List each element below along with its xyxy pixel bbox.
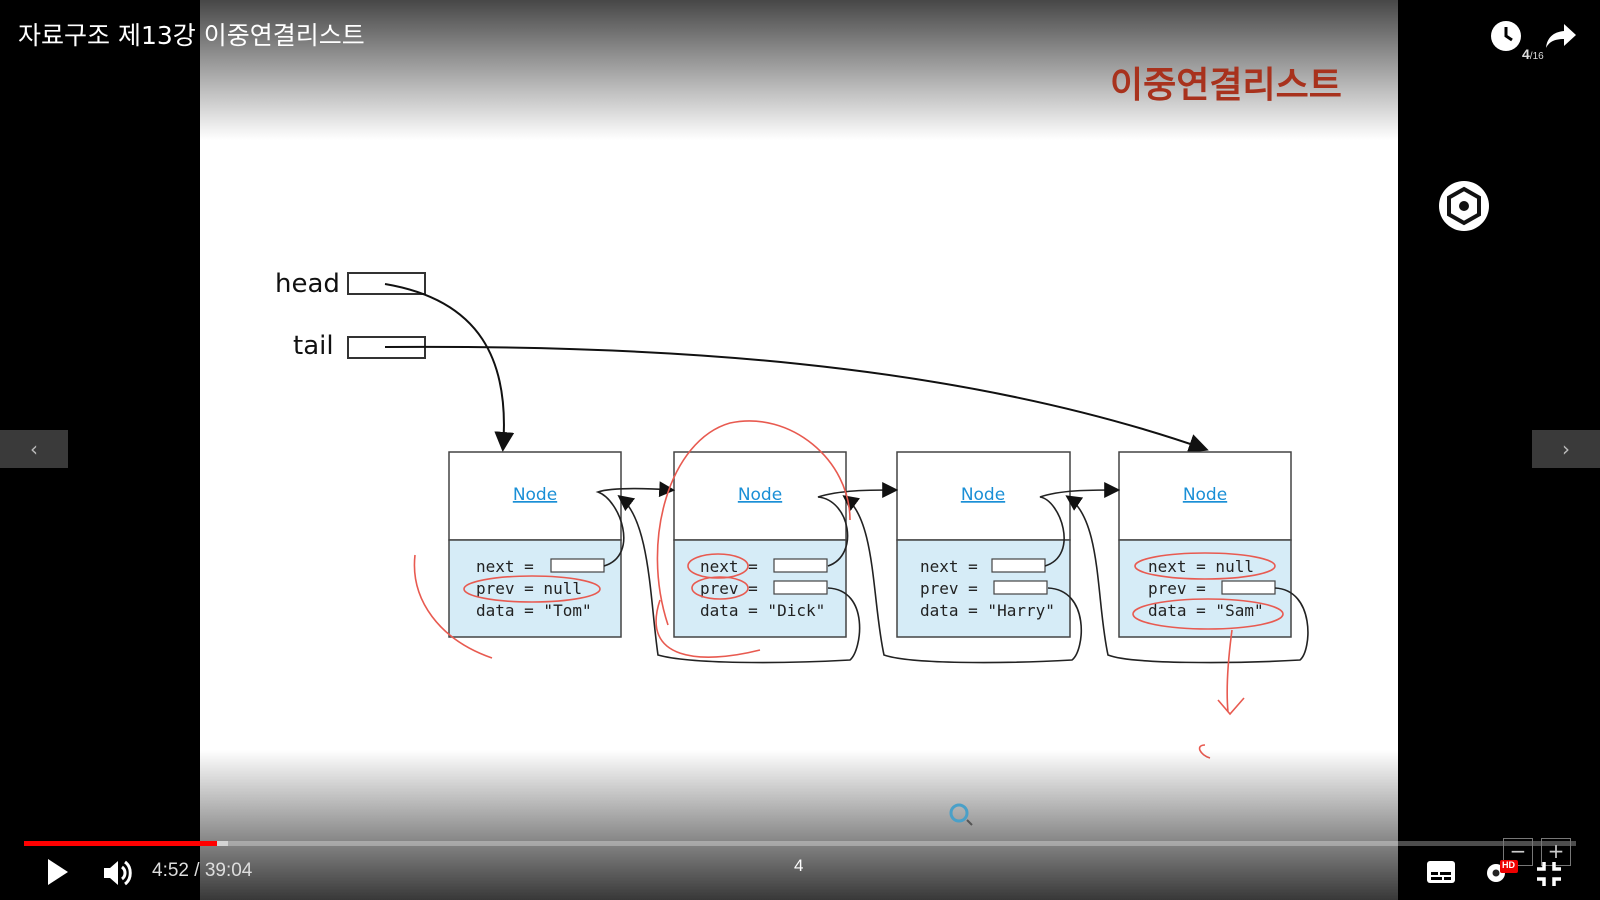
settings-gear-icon[interactable]: HD — [1484, 858, 1518, 890]
node-prev-field: prev = — [1148, 579, 1206, 598]
slide-counter-current: 4 — [1522, 46, 1530, 62]
exit-fullscreen-icon[interactable] — [1536, 861, 1562, 891]
tail-label: tail — [293, 331, 334, 361]
node-title: Node — [738, 485, 782, 505]
node-next-field: next = null — [1148, 557, 1254, 576]
node-next-field: next = — [476, 557, 534, 576]
slide-page-number: 4 — [794, 856, 804, 875]
volume-icon[interactable] — [102, 858, 136, 892]
zoom-in-button[interactable]: + — [1541, 838, 1571, 866]
progress-bar[interactable] — [24, 841, 1576, 846]
node-harry: Node next = prev = data = "Harry" — [896, 451, 1071, 638]
next-slide-button[interactable]: › — [1532, 430, 1600, 468]
node-link-curves — [595, 481, 1309, 664]
node-data-field: data = "Dick" — [700, 601, 825, 620]
zoom-out-button[interactable]: − — [1503, 838, 1533, 866]
slide-counter: 4/16 — [1522, 46, 1544, 62]
node-tom: Node next = prev = null data = "Tom" — [448, 451, 622, 638]
node-data-field: data = "Sam" — [1148, 601, 1264, 620]
tail-arrow — [384, 345, 1209, 454]
node-title: Node — [513, 485, 557, 505]
clock-icon[interactable] — [1490, 20, 1522, 56]
progress-played — [24, 841, 218, 846]
head-label: head — [275, 269, 340, 299]
node-data-field: data = "Tom" — [476, 601, 592, 620]
node-prev-field: prev = — [920, 579, 978, 598]
node-title: Node — [1183, 485, 1227, 505]
node-prev-field: prev = null — [476, 579, 582, 598]
node-next-field: next = — [920, 557, 978, 576]
prev-slide-button[interactable]: ‹ — [0, 430, 68, 468]
node-next-field: next = — [700, 557, 758, 576]
loading-spinner-icon — [948, 802, 974, 832]
hd-badge: HD — [1502, 860, 1515, 870]
share-icon[interactable] — [1544, 22, 1578, 54]
node-dick: Node next = prev = data = "Dick" — [673, 451, 847, 638]
video-title[interactable]: 자료구조 제13강 이중연결리스트 — [18, 21, 365, 50]
slide-heading: 이중연결리스트 — [1110, 65, 1342, 106]
node-sam: Node next = null prev = data = "Sam" — [1118, 451, 1292, 638]
node-data-field: data = "Harry" — [920, 601, 1055, 620]
subtitles-icon[interactable] — [1426, 860, 1456, 888]
head-arrow — [384, 283, 515, 452]
time-display: 4:52 / 39:04 — [152, 860, 253, 881]
annotation-toggle-icon[interactable] — [1438, 180, 1490, 236]
handwritten-annotations — [413, 420, 1284, 759]
play-icon[interactable] — [46, 858, 70, 890]
slide-counter-total: /16 — [1529, 51, 1544, 62]
node-title: Node — [961, 485, 1005, 505]
node-prev-field: prev = — [700, 579, 758, 598]
